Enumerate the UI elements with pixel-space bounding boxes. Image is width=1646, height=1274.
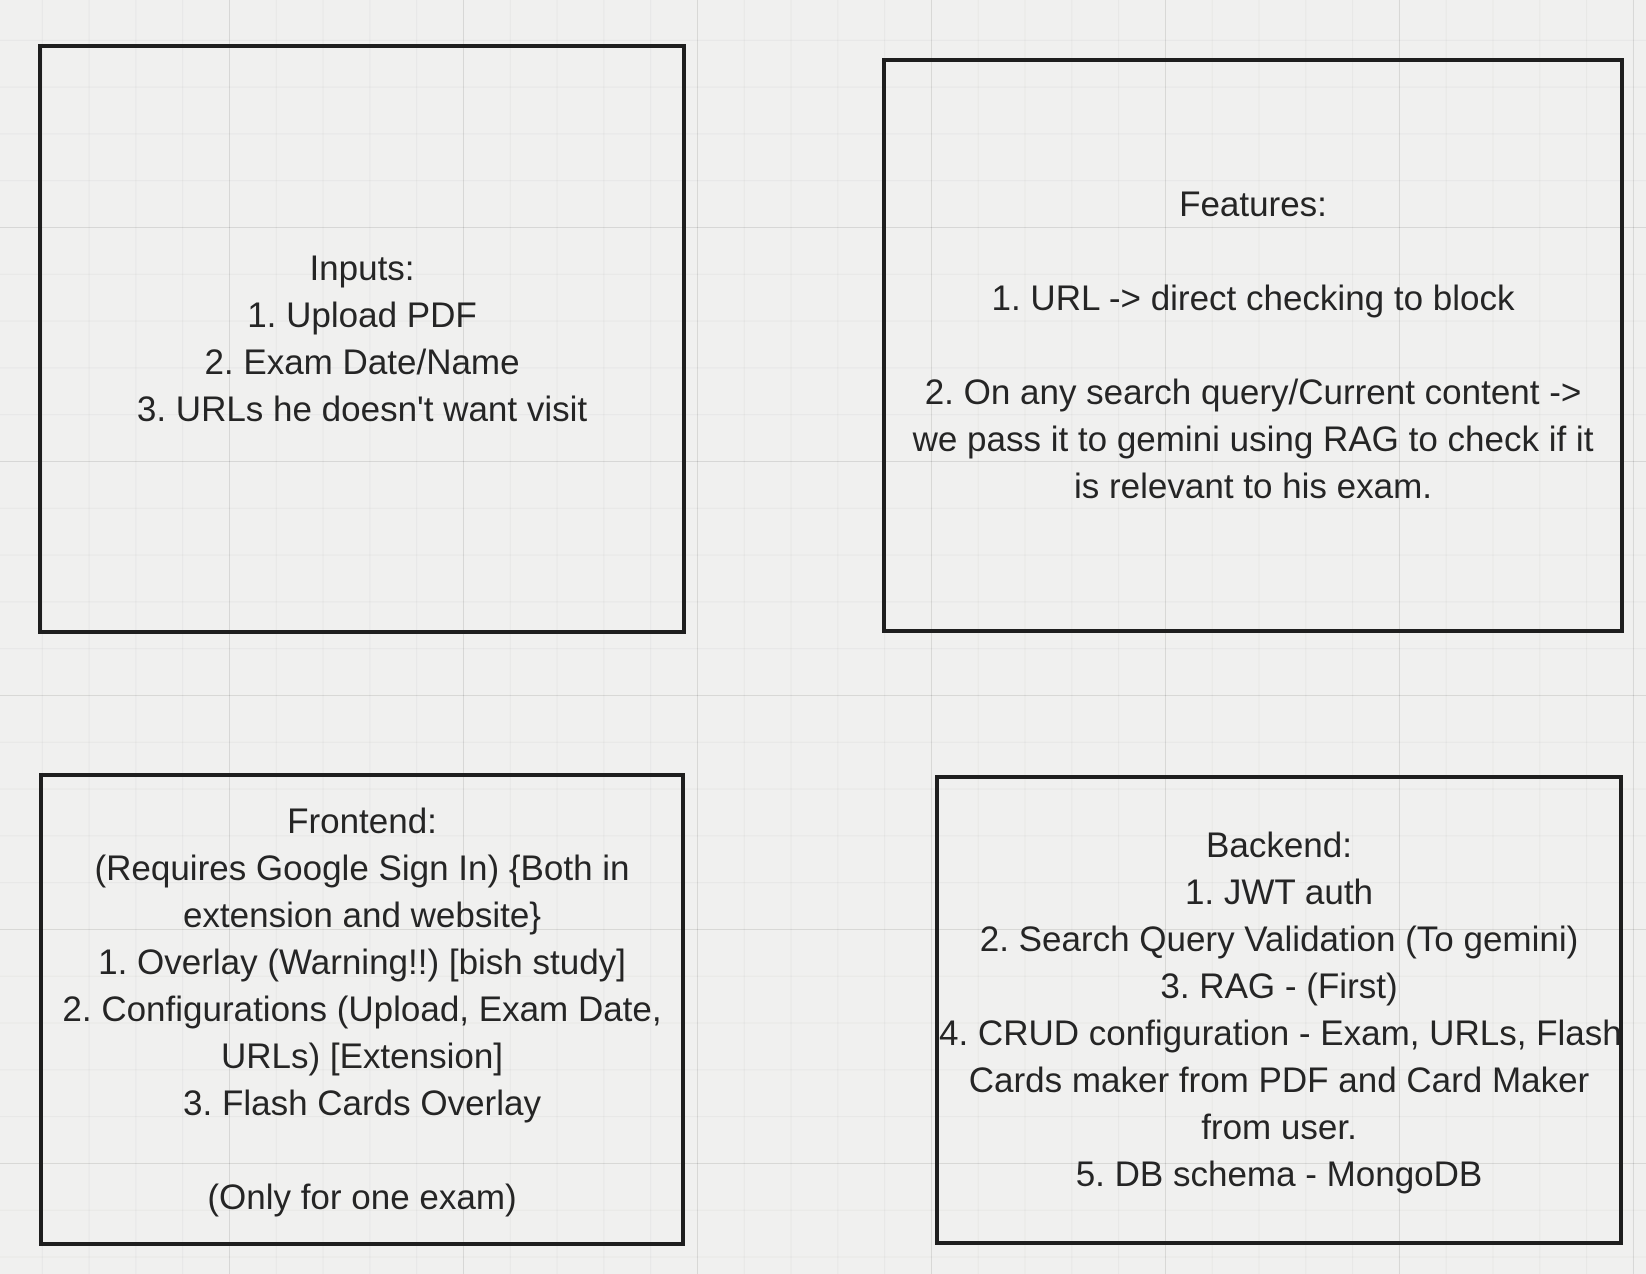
- frontend-line: 3. Flash Cards Overlay: [183, 1084, 541, 1123]
- frontend-line: (Requires Google Sign In) {Both in: [94, 849, 630, 888]
- features-title: Features:: [1179, 185, 1327, 224]
- inputs-shape-box[interactable]: Inputs: 1. Upload PDF 2. Exam Date/Name …: [38, 44, 686, 634]
- features-text-block: Features: 1. URL -> direct checking to b…: [886, 181, 1620, 510]
- frontend-line: (Only for one exam): [207, 1178, 517, 1217]
- inputs-title: Inputs:: [309, 249, 415, 288]
- inputs-text-block: Inputs: 1. Upload PDF 2. Exam Date/Name …: [42, 245, 682, 433]
- features-line: [886, 228, 1620, 275]
- backend-line: Cards maker from PDF and Card Maker: [968, 1061, 1590, 1100]
- inputs-line: 3. URLs he doesn't want visit: [136, 390, 588, 429]
- frontend-line: [43, 1127, 681, 1174]
- features-line: [886, 322, 1620, 369]
- features-line: 2. On any search query/Current content -…: [924, 373, 1582, 412]
- backend-line: 4. CRUD configuration - Exam, URLs, Flas…: [939, 1014, 1622, 1053]
- backend-text-block: Backend: 1. JWT auth 2. Search Query Val…: [939, 822, 1622, 1198]
- frontend-shape-box[interactable]: Frontend: (Requires Google Sign In) {Bot…: [39, 773, 685, 1246]
- frontend-line: 2. Configurations (Upload, Exam Date,: [62, 990, 662, 1029]
- frontend-text-block: Frontend: (Requires Google Sign In) {Bot…: [43, 798, 681, 1221]
- backend-line: 2. Search Query Validation (To gemini): [979, 920, 1579, 959]
- backend-line: 5. DB schema - MongoDB: [1075, 1155, 1483, 1194]
- features-line: 1. URL -> direct checking to block: [991, 279, 1515, 318]
- backend-title: Backend:: [1206, 826, 1352, 865]
- features-line: is relevant to his exam.: [1074, 467, 1432, 506]
- inputs-line: 2. Exam Date/Name: [204, 343, 520, 382]
- frontend-line: URLs) [Extension]: [220, 1037, 504, 1076]
- frontend-line: 1. Overlay (Warning!!) [bish study]: [98, 943, 626, 982]
- backend-line: from user.: [1201, 1108, 1357, 1147]
- backend-line: 1. JWT auth: [1184, 873, 1374, 912]
- features-line: we pass it to gemini using RAG to check …: [912, 420, 1594, 459]
- frontend-line: extension and website}: [182, 896, 542, 935]
- frontend-title: Frontend:: [287, 802, 437, 841]
- backend-line: 3. RAG - (First): [1160, 967, 1398, 1006]
- inputs-line: 1. Upload PDF: [247, 296, 477, 335]
- features-shape-box[interactable]: Features: 1. URL -> direct checking to b…: [882, 58, 1624, 633]
- backend-shape-box[interactable]: Backend: 1. JWT auth 2. Search Query Val…: [935, 775, 1623, 1245]
